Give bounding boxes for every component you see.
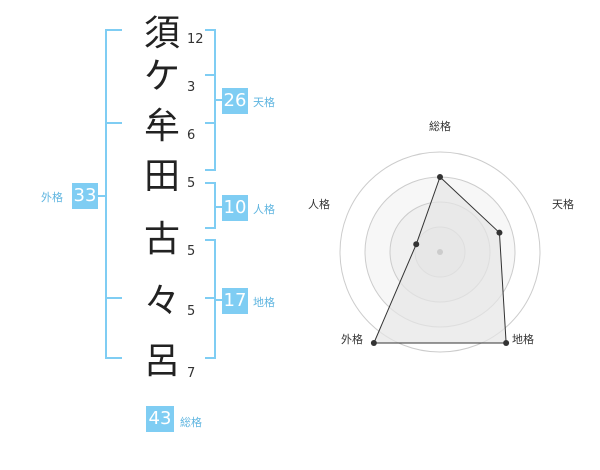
stroke-count-1: 12 [187,32,204,47]
radar-point-2 [503,340,510,347]
tenkaku-label: 天格 [253,96,275,109]
soukaku-value-badge: 43 [146,406,174,432]
stroke-count-7: 7 [187,366,196,381]
chikaku-label: 地格 [253,296,275,309]
radar-point-3 [370,340,377,347]
jinkaku-value-badge: 10 [222,195,248,221]
radar-axis-label-0: 総格 [429,119,451,133]
soukaku-label: 総格 [180,416,202,429]
radar-point-0 [437,174,443,180]
name-char-5: 古 [143,219,180,260]
chikaku-value-badge: 17 [222,288,248,314]
name-char-2: ケ [143,56,180,97]
jinkaku-bracket [205,182,216,229]
radar-axis-label-1: 天格 [552,197,574,211]
stroke-count-2: 3 [187,80,196,95]
name-char-4: 田 [143,156,180,197]
gaikaku-bracket [105,29,122,359]
radar-axis-label-2: 地格 [512,332,534,346]
stroke-count-4: 5 [187,176,196,191]
stroke-count-6: 5 [187,304,196,319]
name-char-1: 須 [143,13,180,54]
jinkaku-label: 人格 [253,203,275,216]
tenkaku-value-badge: 26 [222,88,248,114]
radar-point-4 [413,241,420,248]
name-char-7: 呂 [143,341,180,382]
name-char-6: 々 [143,281,180,322]
radar-point-1 [496,229,503,236]
stroke-count-5: 5 [187,244,196,259]
radar-area [373,176,507,344]
radar-center [437,249,443,255]
gaikaku-value-badge: 33 [72,183,98,209]
gaikaku-label: 外格 [41,191,63,204]
radar-axis-label-3: 外格 [341,332,363,346]
name-char-3: 牟 [143,106,180,147]
stroke-count-3: 6 [187,128,196,143]
radar-axis-label-4: 人格 [308,197,330,211]
